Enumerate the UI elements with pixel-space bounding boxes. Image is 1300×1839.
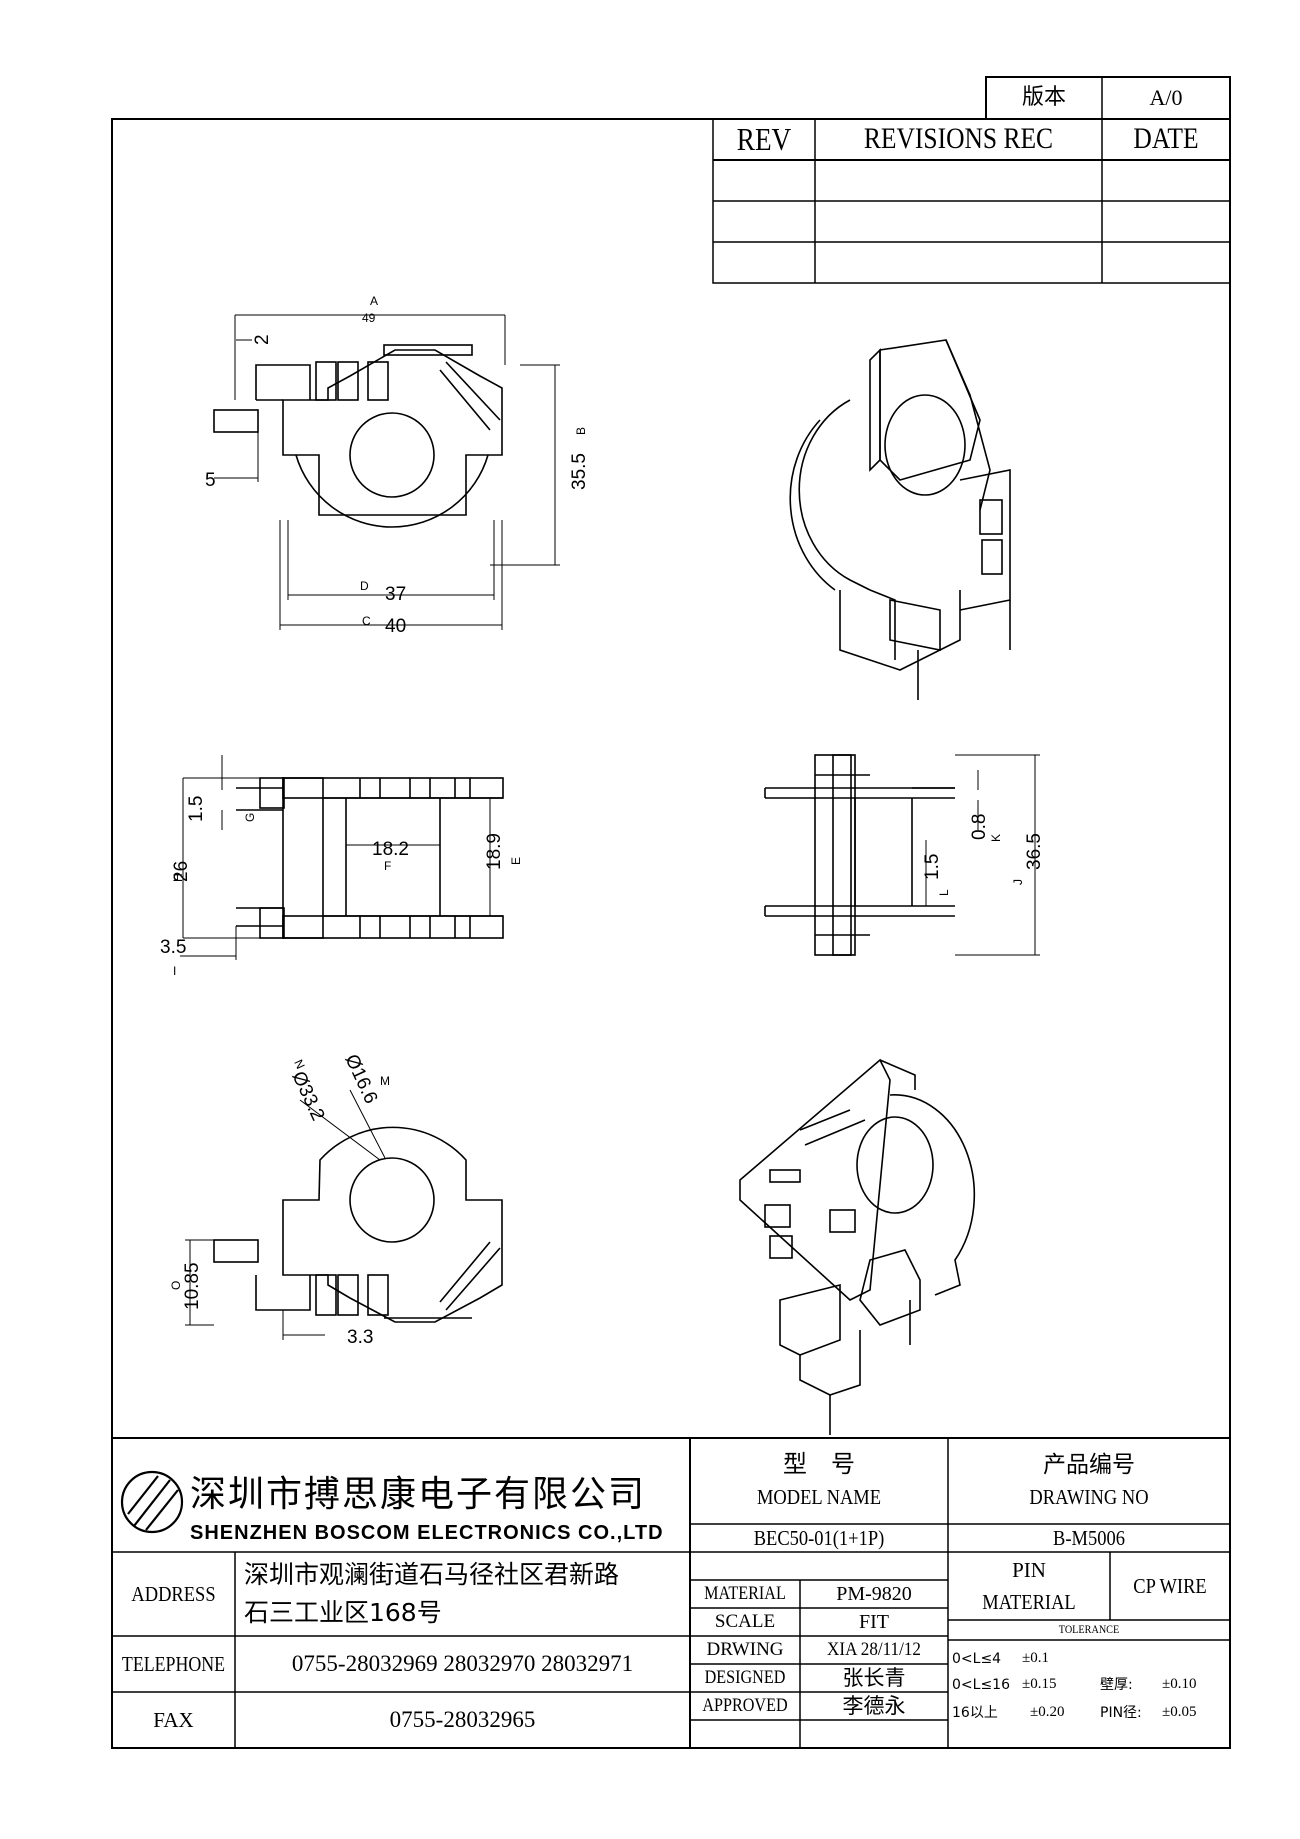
address-label: ADDRESS [131,1581,216,1606]
top-view [213,314,560,630]
dim-a-label: A [370,294,378,308]
version-value: A/0 [1149,85,1183,111]
model-name-cn: 型 号 [783,1450,855,1479]
dim-g-value: 1.5 [186,796,207,822]
tol3-range: 16以上 [952,1704,998,1721]
dim-m-value: Ø16.6 [340,1051,381,1107]
model-name-en: MODEL NAME [756,1484,882,1509]
designed-label: DESIGNED [704,1667,786,1689]
scale-value: FIT [859,1610,889,1633]
designed-value: 张长青 [842,1665,906,1690]
tol3-value: ±0.20 [1030,1704,1065,1721]
pin-material-value: CP WIRE [1133,1573,1207,1598]
approved-label: APPROVED [702,1695,788,1717]
pin-label: PIN [1012,1557,1046,1582]
model-name-value: BEC50-01(1+1P) [753,1525,885,1550]
dim-c-value: 40 [385,616,406,637]
dim-l-value: 1.5 [922,854,943,880]
tol1-value: ±0.1 [1022,1650,1049,1667]
iso-view-bottom [739,1058,976,1435]
dim-j-label: J [1011,879,1025,885]
drawing-frame [111,118,1231,1749]
tol2-range: 0<L≤16 [952,1676,1010,1693]
dim-g-label: G [243,813,257,822]
address-line1: 深圳市观澜街道石马径社区君新路 [244,1559,620,1589]
front-view [180,755,504,960]
dim-m-label: M [380,1074,390,1088]
address-line2: 石三工业区168号 [244,1597,442,1627]
wall-label: 壁厚: [1100,1676,1133,1693]
dim-f-value: 18.2 [372,839,409,860]
company-logo [120,1470,184,1534]
telephone-value: 0755-28032969 28032970 28032971 [291,1650,634,1676]
dim-2: 2 [252,334,273,345]
pin-dia-value: ±0.05 [1162,1704,1197,1721]
drawing-no-en: DRAWING NO [1029,1484,1149,1509]
dim-j-value: 36.5 [1024,833,1045,870]
title-block-lines [112,1437,1230,1748]
dim-b-value: 35.5 [569,453,590,490]
dim-h-value: 26 [171,861,192,882]
revisions-header: REVISIONS REC [863,122,1054,156]
wall-value: ±0.10 [1162,1676,1197,1693]
dim-f-label: F [384,859,391,873]
dim-c-label: C [362,614,371,628]
dim-e-label: E [509,857,523,865]
material-label: MATERIAL [704,1583,786,1605]
dim-h-label: H [171,873,185,882]
dim-k-label: K [989,834,1003,842]
fax-label: FAX [153,1707,194,1732]
company-name-en: SHENZHEN BOSCOM ELECTRONICS CO.,LTD [190,1521,664,1544]
revision-table [712,118,1231,284]
dim-d-value: 37 [385,584,406,605]
rev-header: REV [736,121,792,158]
version-label: 版本 [1021,85,1066,111]
company-name-cn: 深圳市搏思康电子有限公司 [190,1474,647,1516]
drawing-no-value: B-M5006 [1053,1525,1125,1550]
drwing-value: XIA 28/11/12 [827,1639,921,1661]
tolerance-label: TOLERANCE [1058,1622,1120,1637]
dim-o-label: O [169,1281,183,1290]
pin-material-label: MATERIAL [982,1589,1076,1614]
dim-a-value: 49 [362,311,376,325]
dim-n-value: Ø33.2 [287,1068,328,1124]
iso-view-top [789,339,1011,700]
side-view [764,754,1040,956]
drwing-label: DRWING [706,1639,784,1661]
fax-value: 0755-28032965 [389,1706,536,1732]
dim-e-value: 18.9 [484,833,505,870]
tol2-value: ±0.15 [1022,1676,1057,1693]
dim-i-value: 3.5 [160,937,186,958]
dim-5: 5 [205,470,216,491]
dim-b-label: B [574,427,588,435]
dim-k-value: 0.8 [969,814,990,840]
approved-value: 李德永 [842,1693,906,1718]
material-value: PM-9820 [836,1582,912,1605]
telephone-label: TELEPHONE [121,1651,226,1676]
scale-label: SCALE [714,1611,776,1633]
dim-l-label: L [937,889,951,896]
bottom-view [185,1089,503,1340]
dim-d-label: D [360,579,369,593]
dim-p-value: 3.3 [347,1327,373,1348]
drawing-no-cn: 产品编号 [1043,1451,1135,1478]
pin-dia-label: PIN径: [1100,1704,1142,1721]
dim-i-label: I [173,964,176,978]
date-header: DATE [1133,122,1199,156]
tol1-range: 0<L≤4 [952,1650,1002,1667]
dim-o-value: 10.85 [182,1262,203,1310]
